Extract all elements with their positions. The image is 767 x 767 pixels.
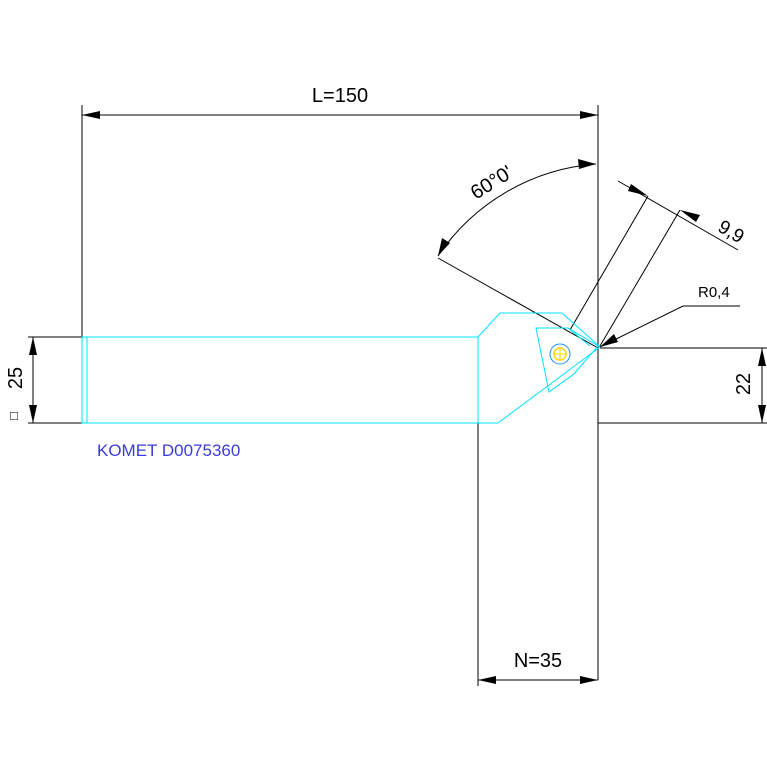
dimension-lines [28,105,767,686]
insert-center-icon [549,343,571,365]
arrow-insert-a [628,184,648,196]
insert-extension-a [569,195,649,331]
arrow-shank-bottom [29,405,37,423]
arrow-offset-left [478,676,496,684]
height-label: 22 [733,373,755,395]
arrow-length-left [82,111,100,119]
tool-shank [81,336,479,424]
offset-label: N=35 [514,650,562,672]
arrow-angle-top [578,159,596,169]
insert-size-label: 9,9 [714,217,747,248]
arrowheads [29,111,766,684]
radius-label: R0,4 [698,284,730,301]
part-label: KOMET D0075360 [97,441,240,460]
arrow-angle-bottom [438,238,450,256]
radius-leader [599,305,740,348]
angle-label: 60°0' [467,162,517,205]
arrow-radius [600,334,618,347]
tool-outline [81,312,601,424]
shank-label: 25 [5,367,27,389]
angle-leg [437,257,599,349]
length-label: L=150 [312,85,368,107]
arrow-height-top [758,348,766,366]
insert-extension-b [599,209,681,347]
insert-outline [535,327,599,393]
insert-edge [567,327,591,347]
arrow-offset-right [580,676,598,684]
square-symbol: □ [6,412,21,420]
arrow-length-right [580,111,598,119]
arrow-insert-b [680,210,700,222]
arrow-height-bottom [758,405,766,423]
angle-arc [437,163,597,257]
tool-head [477,312,601,424]
arrow-shank-top [29,337,37,355]
